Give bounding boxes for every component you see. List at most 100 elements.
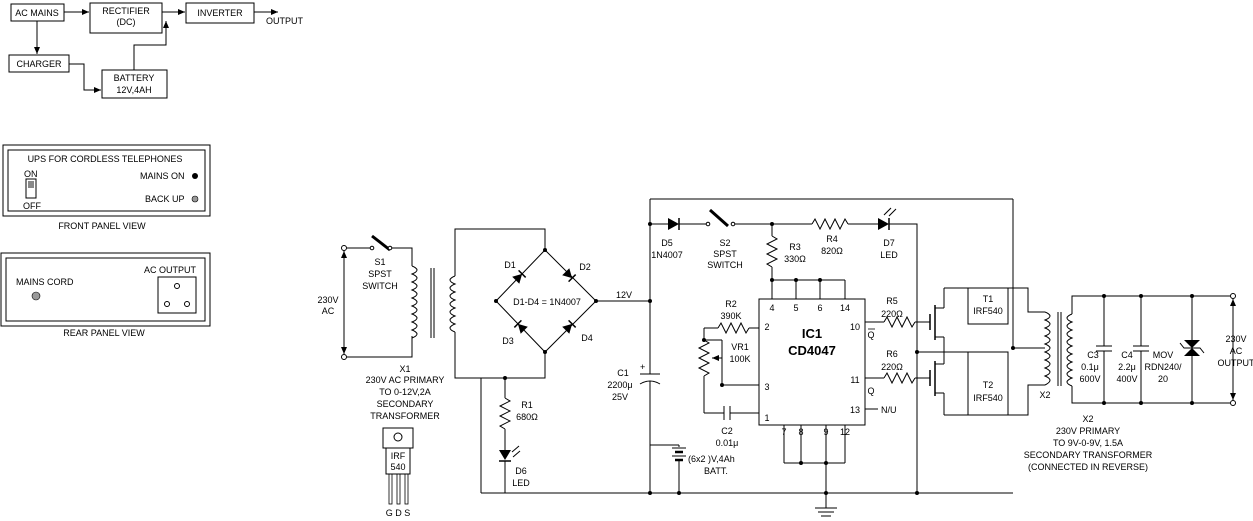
irf-name-label: IRF [391,451,406,461]
q-output-label: Q [867,386,874,396]
t1-ref-label: T1 [983,294,994,304]
r3-ref-label: R3 [789,242,801,252]
d7-led-icon [878,207,897,230]
r2-resistor-icon [717,321,750,335]
charger-label: CHARGER [16,59,62,69]
r1-value-label: 680Ω [516,412,538,422]
x1-secondary-rating-label: TO 0-12V,2A [379,387,431,397]
t2-ref-label: T2 [983,380,994,390]
s1-type-label: SPST [368,269,392,279]
d3-diode-icon [513,319,528,334]
output-rail-top [1071,295,1230,314]
output-label: OUTPUT [1218,358,1253,368]
d4-diode-icon [562,319,577,334]
ic1-pin-2-label: 2 [764,322,769,332]
s2-contact [730,221,736,227]
r5-resistor-icon [883,315,916,329]
c3-voltage-label: 600V [1079,374,1100,384]
rectifier-label: RECTIFIER [102,6,150,16]
junction-dot [794,278,798,282]
wire [889,223,918,493]
d2-ref-label: D2 [579,262,591,272]
irf-pin-s [404,473,409,505]
d6-type-label: LED [512,478,530,488]
r1-resistor-icon [498,397,512,430]
d3-ref-label: D3 [502,336,514,346]
c1-ref-label: C1 [617,368,629,378]
wire [392,247,413,266]
s2-ref-label: S2 [719,238,730,248]
ac-mains-label: AC MAINS [15,8,59,18]
ic1-pin-14-label: 14 [840,303,850,313]
battery-rating-label: (6x2 )V,4Ah [688,454,735,464]
mov-value-label: RDN240/ [1144,362,1182,372]
d2-diode-icon [562,268,577,283]
ic1-pin-7-label: 7 [781,427,786,437]
vr1-ref-label: VR1 [731,342,749,352]
ic1-pin-6-label: 6 [817,303,822,313]
inverter-block [185,2,255,24]
r5-ref-label: R5 [886,296,898,306]
battery-block [101,69,168,99]
block-output-label: OUTPUT [266,16,304,26]
x2-primary-winding [1043,311,1051,386]
junction-dot [824,461,828,465]
ac-input-terminal [341,245,347,251]
r2-value-label: 390K [720,311,741,321]
r6-ref-label: R6 [886,349,898,359]
power-switch [25,178,37,199]
wire [347,336,413,358]
mains-cord-icon [31,291,41,301]
mov-varistor-icon [1179,340,1205,356]
x2-primary-label: 230V PRIMARY [1056,426,1120,436]
ac-input-type-label: AC [322,306,335,316]
junction-dot [1102,401,1106,405]
junction-dot [648,491,652,495]
c2-ref-label: C2 [721,426,733,436]
mains-on-label: MAINS ON [140,171,185,181]
wire [1012,199,1045,349]
x2-tag-label: X2 [1039,390,1050,400]
x2-ref-label: X2 [1082,414,1093,424]
s1-ref-label: S1 [374,257,385,267]
switch-on-label: ON [24,169,38,179]
ic1-pin-8-label: 8 [798,427,803,437]
s1-contact [369,245,375,251]
d5-type-label: 1N4007 [651,250,683,260]
irf-number-label: 540 [390,462,405,472]
battery-icon [672,447,686,462]
t1-mosfet-icon [929,288,945,352]
s2-lever-icon [709,208,729,228]
x2-secondary-winding [1066,313,1074,387]
junction-dot [1139,401,1143,405]
battery-rating-label: 12V,4AH [116,85,151,95]
back-up-led-icon [191,195,199,203]
x1-secondary-winding [449,275,457,333]
socket-hole-icon [164,301,170,307]
output-type-label: AC [1230,346,1243,356]
ic1-chip [758,298,866,426]
c3-value-label: 0.1μ [1081,362,1099,372]
output-terminal [1230,400,1236,406]
d7-ref-label: D7 [883,238,895,248]
x2-reverse-label: (CONNECTED IN REVERSE) [1028,462,1148,472]
d1-diode-icon [512,269,527,284]
ic1-pin-12-label: 12 [840,427,850,437]
ic1-pin-4-label: 4 [769,303,774,313]
wire [454,332,546,379]
ac-input-voltage-label: 230V [317,295,338,305]
socket-hole-icon [174,283,180,289]
d6-ref-label: D6 [515,466,527,476]
ic1-pin-5-label: 5 [793,303,798,313]
d5-diode-icon [668,218,680,230]
ac-output-label: AC OUTPUT [144,265,197,275]
r5-value-label: 220Ω [881,309,903,319]
t1-label-box [967,287,1009,325]
battery-label: BATT. [704,466,728,476]
x2-secondary-rating-label: TO 9V-0-9V, 1.5A [1053,438,1123,448]
vr1-value-label: 100K [729,354,750,364]
ic1-pin-13-label: 13 [850,405,860,415]
schematic: 230V AC S1 SPST SWITCH X1 230V AC PRIMAR… [317,198,1253,517]
mov-ref-label: MOV [1153,350,1174,360]
